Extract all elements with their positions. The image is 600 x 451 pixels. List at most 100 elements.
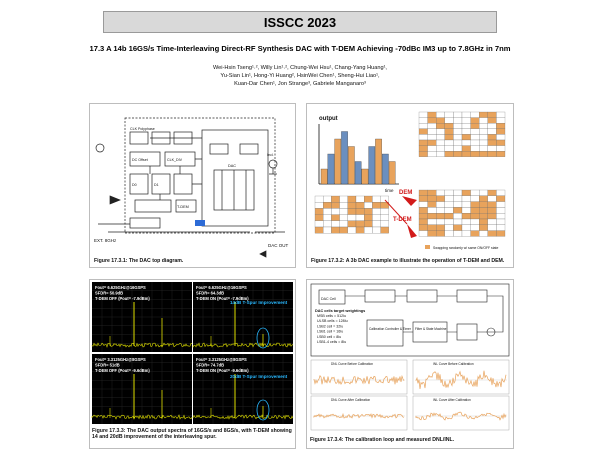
dem-cell (470, 145, 480, 152)
dem-cell (453, 218, 463, 225)
dem-cell (331, 208, 340, 215)
dem-cell (364, 214, 373, 221)
dem-cell (314, 214, 324, 221)
dem-cell (453, 145, 463, 152)
dem-cell (487, 213, 497, 220)
dem-cell (470, 224, 480, 231)
dem-cell (453, 213, 463, 220)
dem-cell (314, 208, 324, 215)
spectrum-readout: Fout= 6.625GHz@16GSPS (95, 285, 146, 290)
dem-cell (436, 123, 445, 129)
dem-cell (347, 226, 357, 234)
dem-cell (487, 201, 497, 208)
dem-cell (479, 230, 488, 237)
dem-cell (427, 213, 437, 220)
figure-1-panel: EXT. 8GHz DAC OUT Ind. CLK Polyphase DC … (89, 103, 296, 268)
dem-cell (496, 145, 506, 152)
dem-cell (461, 134, 471, 141)
dem-cell (470, 213, 480, 220)
dem-cell (470, 123, 480, 129)
dem-cell (436, 117, 445, 124)
dem-cell (496, 139, 506, 146)
dem-cell (364, 220, 373, 228)
dem-cell (461, 151, 471, 157)
dem-cell (470, 201, 480, 208)
dem-cell (496, 117, 506, 124)
dem-cell (380, 208, 389, 215)
dem-cell (470, 134, 480, 141)
figure-4-panel: DAC Cell Calibration Controller & Timer … (306, 279, 514, 449)
dem-cell (444, 207, 454, 214)
dem-cell (479, 218, 488, 225)
output-bar (348, 146, 355, 185)
dem-cell (444, 145, 454, 152)
dem-cell (347, 195, 357, 203)
weight-line: ULSB cells = 128Iu (317, 319, 348, 323)
dem-cell (470, 117, 480, 124)
clk-div-label: CLK_DIV (167, 158, 183, 162)
dac-core-label: DAC (228, 164, 236, 168)
dem-cell (418, 128, 428, 135)
dem-cell (436, 224, 445, 231)
dem-cell (470, 230, 480, 237)
output-bar (361, 168, 369, 185)
output-bar (354, 161, 362, 185)
spectrum-readout: SFDR= 51dB (95, 363, 120, 368)
plot-title: INL Curve After Calibration (433, 398, 471, 402)
dem-cell (461, 218, 471, 225)
dem-cell (487, 117, 497, 124)
output-axis-label: output (319, 116, 338, 122)
dem-cell (427, 207, 437, 214)
dem-cell (418, 224, 428, 231)
dem-cell (453, 128, 463, 135)
dem-cell (479, 134, 488, 141)
dem-cell (479, 224, 488, 231)
dem-cell (496, 134, 506, 141)
dem-cell (339, 208, 348, 215)
dem-cell (331, 195, 340, 203)
dem-cell (496, 189, 506, 196)
dem-cell (418, 195, 428, 202)
dem-cell (427, 218, 437, 225)
dem-cell (461, 201, 471, 208)
dac-cell-label: DAC Cell (321, 297, 336, 301)
dem-cell (418, 218, 428, 225)
dem-cell (436, 134, 445, 141)
dem-cell (453, 224, 463, 231)
weight-line: MSB cells = 512Iu (317, 314, 346, 318)
dem-cell (418, 189, 428, 196)
dem-cell (355, 202, 365, 209)
plot-title: DNL Curve Before Calibration (331, 362, 373, 366)
dem-cell (418, 213, 428, 220)
dem-cell (453, 230, 463, 237)
dem-cell (479, 207, 488, 214)
improvement-annotation-bottom: 20dB T-Spur Improvement (230, 374, 288, 379)
dem-cell (479, 189, 488, 196)
spectrum-readout: T-DEM OFF (Pout= -7.9dBm) (95, 296, 150, 301)
dem-cell (479, 195, 488, 202)
dem-cell (436, 195, 445, 202)
spectrum-readout: Fout= 3.3125GHz@8GSPS (196, 357, 247, 362)
output-bar (375, 138, 382, 185)
dem-cell (427, 139, 437, 146)
paper-title: 17.3 A 14b 16GS/s Time-Interleaving Dire… (89, 44, 511, 53)
dem-cell (427, 189, 437, 196)
spectrum-readout: T-DEM ON (Pout= -7.9dBm) (196, 296, 249, 301)
dem-cell (418, 145, 428, 152)
dem-cell (461, 139, 471, 146)
dem-cell (380, 195, 389, 203)
dem-cell (418, 111, 428, 118)
dem-cell (418, 134, 428, 141)
dem-cell (496, 195, 506, 202)
dem-cell (444, 134, 454, 141)
dem-cell (323, 220, 332, 228)
dem-cell (453, 111, 463, 118)
dem-cell (418, 201, 428, 208)
dem-cell (461, 213, 471, 220)
dnl-inl-plot: DNL Curve Before Calibration (310, 359, 408, 395)
author-line: Yu-Sian Lin¹, Hong-Yi Huang², HsinWei Ch… (220, 73, 380, 80)
weights-title: DAC cells target weightings (315, 309, 365, 313)
dem-cell (427, 134, 437, 141)
dc-offset-label: DC Offset (132, 158, 148, 162)
spectrum-readout: SFDR= 74.7dB (196, 363, 224, 368)
